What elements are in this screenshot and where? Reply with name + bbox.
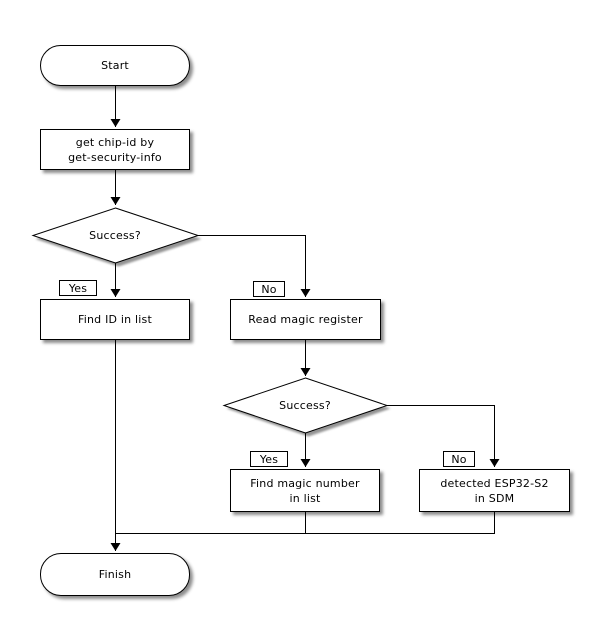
magic-no-label: No <box>443 451 475 467</box>
decision-chip-id-label: Success? <box>89 229 141 242</box>
edge-decision1-no-to-readmagic <box>197 235 311 297</box>
decision-magic-label: Success? <box>279 399 331 412</box>
finish-node: Finish <box>40 553 190 596</box>
find-id-node: Find ID in list <box>40 299 190 340</box>
read-magic-register-node: Read magic register <box>230 299 381 340</box>
start-node: Start <box>40 45 190 86</box>
get-chip-id-node: get chip-id by get-security-info <box>40 129 190 170</box>
chip-id-yes-label: Yes <box>59 280 97 296</box>
edge-detected-to-merge <box>115 512 495 534</box>
chip-id-no-label: No <box>253 281 285 297</box>
find-magic-number-node: Find magic number in list <box>230 469 380 512</box>
detected-esp32-s2-node: detected ESP32-S2 in SDM <box>419 469 570 512</box>
magic-yes-label: Yes <box>250 451 288 467</box>
edge-decision2-no-to-detected <box>387 405 500 467</box>
decision-magic-diamond <box>222 377 389 434</box>
decision-chip-id-diamond <box>31 207 200 264</box>
